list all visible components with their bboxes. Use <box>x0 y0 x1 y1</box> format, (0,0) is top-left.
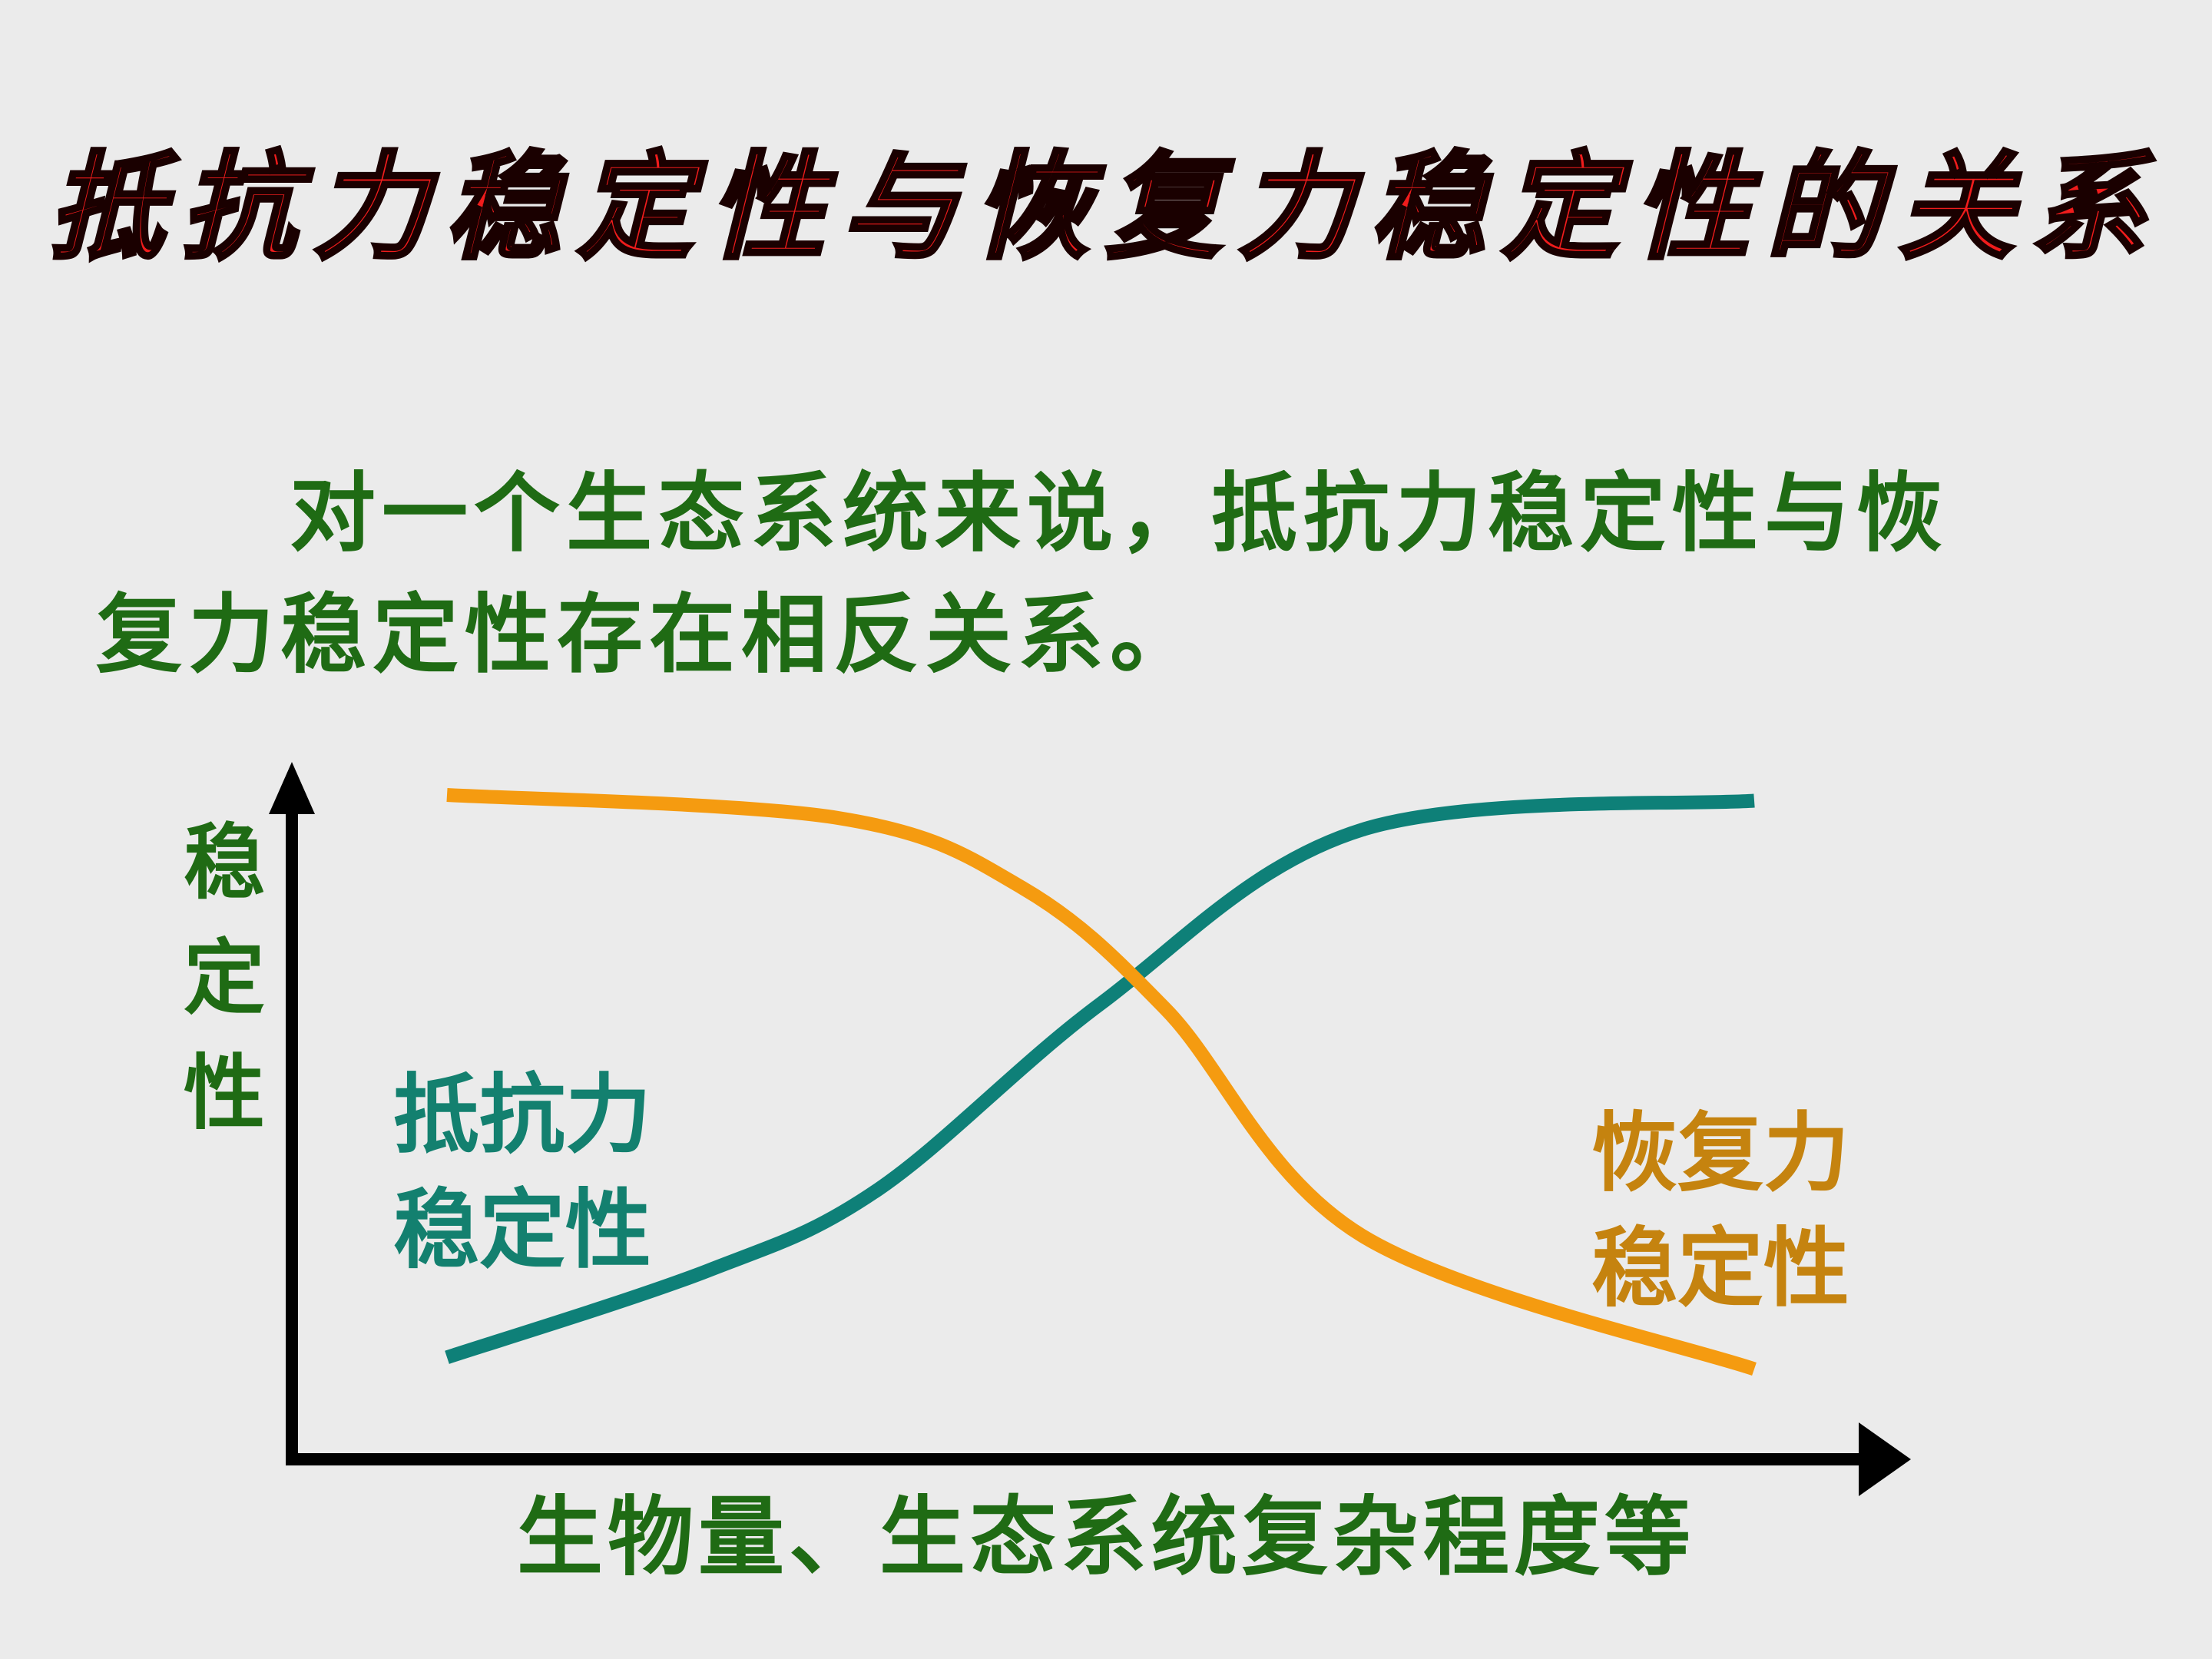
y-axis-label-char-2: 定 <box>184 929 265 1025</box>
y-axis-label-char-3: 性 <box>184 1045 265 1141</box>
x-axis-label: 生物量、生态系统复杂程度等 <box>517 1487 1695 1588</box>
y-axis-label-char-1: 稳 <box>184 814 265 910</box>
resistance-label-line-2: 稳定性 <box>393 1180 651 1280</box>
resilience-stability-curve <box>446 788 1757 1376</box>
x-axis-arrow <box>1859 1422 1911 1496</box>
slide-title: 抵抗力稳定性与恢复力稳定性的关系 <box>47 138 2163 277</box>
description-paragraph: 对一个生态系统来说，抵抗力稳定性与恢 复力稳定性存在相反关系。 <box>96 453 2124 696</box>
resistance-label-line-1: 抵抗力 <box>393 1065 651 1165</box>
resilience-label-line-1: 恢复力 <box>1591 1103 1849 1204</box>
resistance-stability-curve <box>445 793 1755 1364</box>
resilience-label-line-2: 稳定性 <box>1591 1218 1849 1319</box>
y-axis-arrow <box>269 762 315 814</box>
paragraph-line-1: 对一个生态系统来说，抵抗力稳定性与恢 <box>290 463 1949 564</box>
paragraph-line-2: 复力稳定性存在相反关系。 <box>96 584 1202 685</box>
